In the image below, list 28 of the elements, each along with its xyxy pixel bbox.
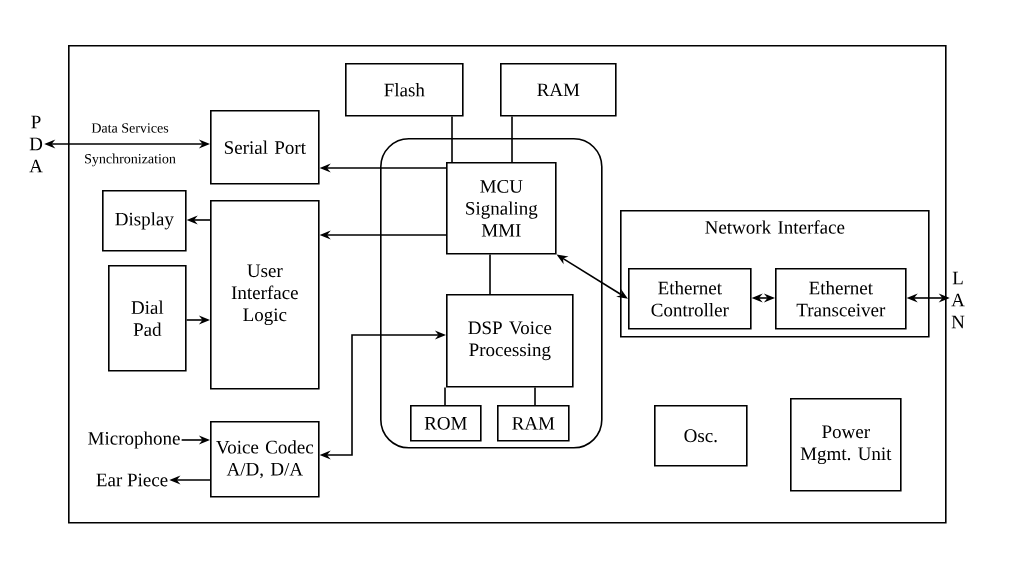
block-box: User Interface Logic [210,200,320,390]
connector-line [444,386,446,406]
connector-line [451,115,453,163]
block-box: Power Mgmt. Unit [790,398,902,492]
block-box: RAM [500,63,617,117]
vertical-label: P D A [29,115,43,173]
block-box: DSP Voice Processing [446,294,574,388]
block-box: MCU Signaling MMI [446,162,557,255]
block-box: Display [102,190,187,252]
block-box: Serial Port [210,110,320,185]
block-box: Flash [345,63,464,117]
text-label: Synchronization [83,152,177,168]
block-box: Voice Codec A/D, D/A [210,421,320,498]
connector-line [489,253,491,295]
block-box: Ethernet Transceiver [775,268,907,330]
block-box: Ethernet Controller [628,268,752,330]
block-box: Osc. [654,405,748,467]
system-box [68,45,947,524]
block-box: RAM [497,405,570,442]
connector-line [534,386,536,406]
connector-line [511,115,513,163]
text-label: Microphone [88,431,180,449]
block-box: Dial Pad [108,265,187,372]
block-box: ROM [410,405,482,442]
edge-label: Data Services [90,122,170,134]
rounded-box [380,138,603,449]
vertical-label: L A N [951,271,965,329]
text-label: Ear Piece [96,473,168,487]
